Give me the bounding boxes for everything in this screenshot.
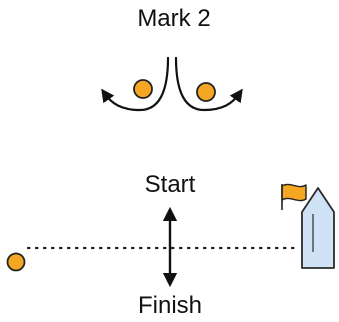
flag-icon	[281, 183, 307, 202]
mark-2-group	[101, 56, 243, 112]
finish-label: Finish	[138, 292, 202, 319]
committee-boat-icon	[301, 187, 335, 269]
mark-2-left-buoy-icon	[133, 79, 153, 99]
right-rounding-arrow-icon	[174, 56, 243, 112]
pin-buoy-icon	[6, 252, 26, 272]
mark-2-right-buoy-icon	[196, 82, 216, 102]
committee-boat-group	[281, 183, 335, 269]
mark-2-label: Mark 2	[137, 5, 210, 32]
left-rounding-arrow-icon	[101, 56, 170, 112]
start-label: Start	[145, 171, 196, 198]
